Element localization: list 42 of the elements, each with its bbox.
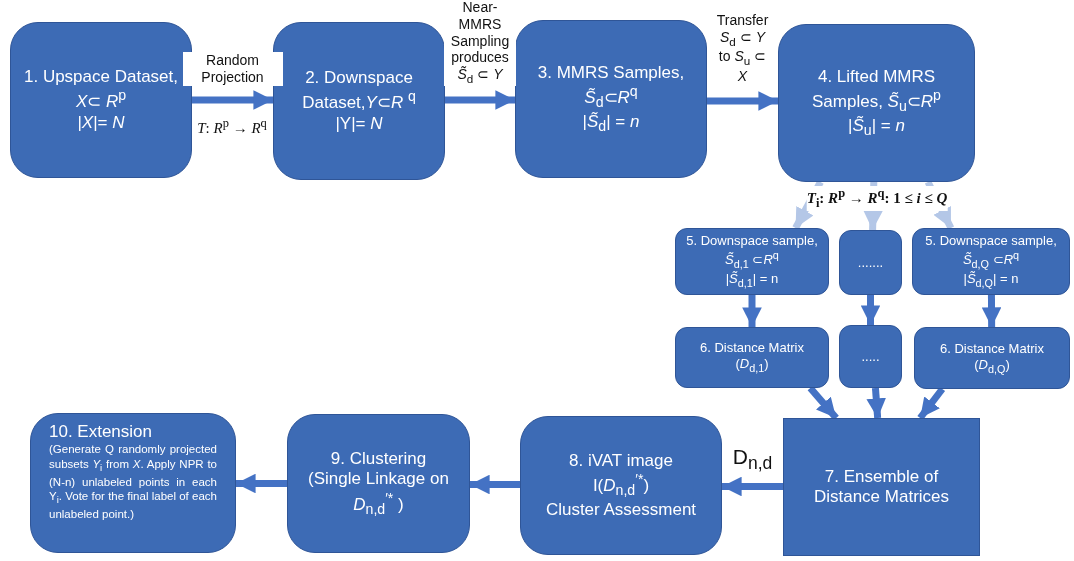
box-title: 8. iVAT image	[569, 451, 673, 472]
box-title: 4. Lifted MMRS Samples, S̃$_{u}$⊂R$^{p}$	[811, 67, 942, 116]
box-title: .......	[857, 254, 884, 271]
box-text: Cluster Assessment	[545, 499, 697, 520]
process-box	[10, 22, 192, 178]
box-title: 10. Extension	[49, 422, 153, 443]
edge-label: D$_{n,d}$	[731, 444, 774, 475]
box-text: |S̃$_{u}$| = n	[848, 115, 905, 139]
box-text: |S̃$_{d,1}$| = n	[725, 270, 779, 290]
box-text: I(D$_{n,d}$$^{′*}$)	[592, 471, 650, 500]
process-box	[273, 22, 445, 180]
box-title: 3. MMRS Samples, S̃$_{d}$⊂R$^{q}$	[536, 63, 686, 112]
formula-label: T$_{i}$: R$^{p}$ → R$^{q}$: 1 ≤ i ≤ Q	[806, 186, 948, 211]
box-title: 9. Clustering	[330, 449, 427, 470]
process-box	[520, 416, 722, 555]
edge-label: Near-MMRS Sampling produces S̃$_{d}$ ⊂ Y	[444, 0, 516, 86]
box-text: |X|= N	[77, 112, 125, 133]
process-box	[675, 228, 829, 295]
edge-label: Random Projection	[182, 52, 283, 86]
process-box	[675, 327, 829, 388]
process-box	[839, 325, 902, 388]
box-title: .....	[861, 348, 880, 365]
process-box	[515, 20, 707, 178]
box-text: |S̃$_{d,Q}$| = n	[963, 270, 1019, 290]
process-box	[778, 24, 975, 182]
box-text: (Single Linkage on D$_{n,d}$$^{′*}$ )	[307, 469, 450, 518]
box-text: |S̃$_{d}$| = n	[582, 111, 640, 135]
box-text: |Y|= N	[335, 113, 383, 134]
process-box	[914, 327, 1070, 389]
process-box	[783, 418, 980, 556]
process-box	[912, 228, 1070, 295]
box-title: 5. Downspace sample, S̃$_{d,Q}$ ⊂R$^{q}$	[924, 233, 1058, 271]
process-box	[287, 414, 470, 553]
box-title: 7. Ensemble of Distance Matrices	[812, 466, 951, 508]
box-title: 6. Distance Matrix (D$_{d,1}$)	[698, 340, 805, 375]
process-box	[839, 230, 902, 295]
box-title: 1. Upspace Dataset, X⊂ R$^{p}$	[23, 67, 179, 113]
box-title: 5. Downspace sample, S̃$_{d,1}$ ⊂R$^{q}$	[686, 233, 818, 271]
box-text: (Generate Q randomly projected subsets Y$_{i}$ from X. Apply NPR to (N-n) unlabeled points in each Y$_{i}$. Vote for the final label of each unlabeled point.)	[49, 442, 217, 522]
box-title: 6. Distance Matrix (D$_{d,Q}$)	[938, 340, 1045, 376]
box-title: 2. Downspace Dataset,Y⊂R $^{q}$	[301, 68, 417, 114]
process-box	[30, 413, 236, 553]
